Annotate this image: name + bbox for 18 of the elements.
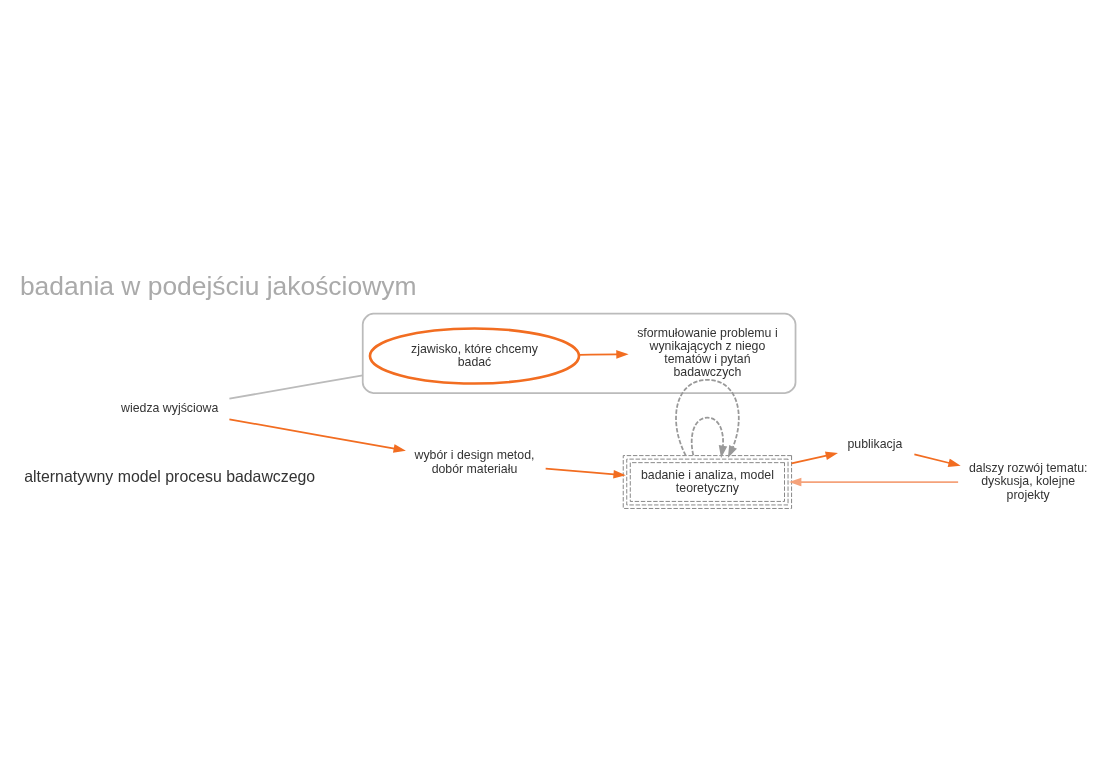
arrow (544, 467, 626, 479)
node-text: wybór i design metod, dobór materiału (414, 447, 535, 476)
diagram-title: badania w podejściu jakościowym (19, 270, 417, 301)
node-text: publikacja (847, 436, 903, 451)
node-text: wiedza wyjściowa (121, 400, 219, 415)
arrow (789, 477, 959, 486)
arrow (690, 416, 728, 458)
connector (228, 374, 364, 399)
arrow (913, 453, 961, 467)
arrow (675, 378, 740, 458)
node-text: dalszy rozwój tematu: dyskusja, kolejne projekty (968, 460, 1088, 502)
node-ellipse: zjawisko, które chcemy badać (368, 326, 581, 385)
arrow (578, 349, 629, 359)
node-text: sformułowanie problemu i wynikających z niego tematów i pytań badawczych (637, 325, 778, 379)
label: alternatywny model procesu badawczego (24, 467, 316, 485)
cluster (361, 312, 797, 394)
arrow (790, 451, 838, 464)
arrow (228, 417, 406, 453)
